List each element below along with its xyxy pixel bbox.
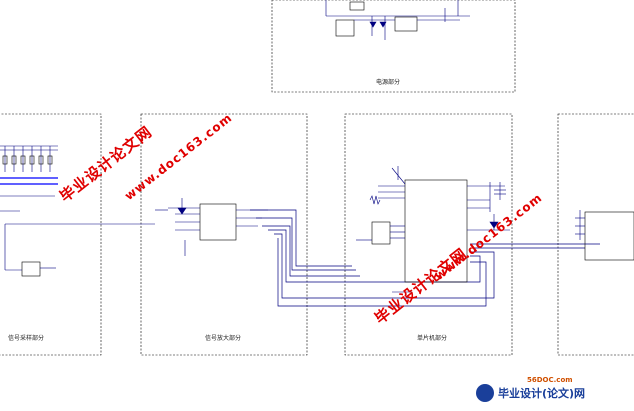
- amplifier-section-label: 信号放大部分: [205, 335, 242, 342]
- brand-site: 56DOC.com: [527, 376, 573, 384]
- amplifier-section-frame: [140, 113, 308, 356]
- sampling-circuit: [0, 145, 58, 277]
- brand-logo-icon: [476, 384, 494, 402]
- power-section-frame: [271, 0, 516, 93]
- sampling-section-frame: [0, 113, 102, 356]
- mcu-section-frame: [344, 113, 513, 356]
- brand-name: 毕业设计(论文)网: [498, 387, 586, 400]
- right-section-frame: [557, 113, 634, 356]
- amplifier-circuit: [4, 198, 268, 271]
- right-circuit: [575, 210, 634, 261]
- mcu-circuit: [356, 166, 510, 293]
- mcu-section-label: 单片机部分: [417, 335, 448, 342]
- interconnect-wires: [250, 209, 600, 307]
- power-section-label: 电源部分: [376, 79, 401, 86]
- power-circuit: [325, 0, 470, 40]
- sampling-section-label: 信号采样部分: [8, 335, 45, 342]
